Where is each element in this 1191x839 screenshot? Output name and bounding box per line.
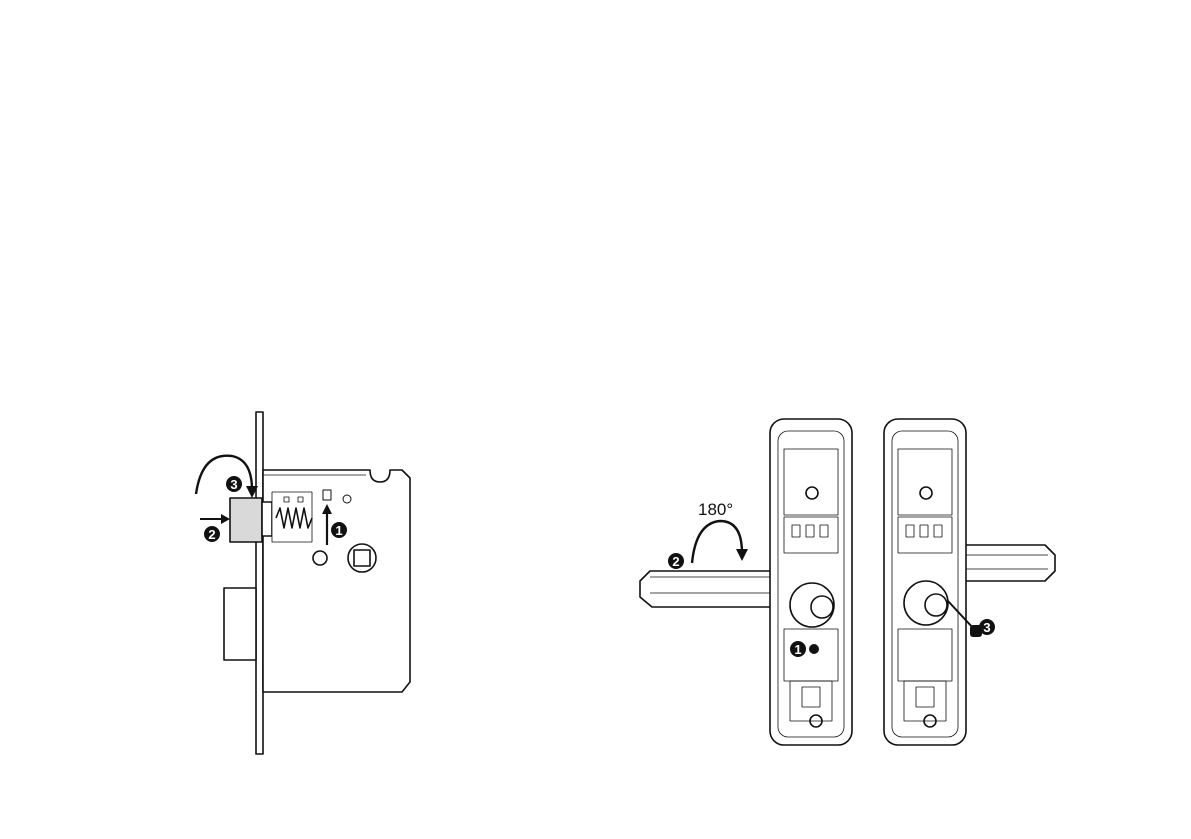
step-badge-1: 1 bbox=[331, 522, 347, 538]
svg-text:1: 1 bbox=[335, 523, 342, 538]
latch-bolt bbox=[230, 498, 262, 542]
svg-text:3: 3 bbox=[230, 477, 237, 492]
faceplate bbox=[256, 412, 263, 754]
lever-handle-left bbox=[640, 571, 772, 607]
step-badge-3: 3 bbox=[226, 476, 242, 492]
step-badge-2: 2 bbox=[204, 526, 220, 542]
svg-text:3: 3 bbox=[983, 620, 990, 635]
rotate-180-arrow bbox=[692, 521, 742, 563]
angle-label: 180° bbox=[698, 500, 733, 519]
step-badge-1: 1 bbox=[790, 641, 806, 657]
svg-text:1: 1 bbox=[794, 642, 801, 657]
lever-handle-right bbox=[960, 545, 1055, 581]
rotate-arrow bbox=[196, 456, 252, 494]
back-plate-left bbox=[770, 419, 852, 745]
handle-assembly-diagram: 180° 1 2 3 bbox=[630, 405, 1070, 755]
step-badge-3: 3 bbox=[979, 619, 995, 635]
deadbolt bbox=[224, 588, 256, 660]
mortise-lock-diagram: 1 2 3 bbox=[180, 400, 430, 770]
svg-text:2: 2 bbox=[672, 554, 679, 569]
svg-text:2: 2 bbox=[208, 527, 215, 542]
back-plate-right bbox=[884, 419, 966, 745]
step-badge-2: 2 bbox=[668, 553, 684, 569]
